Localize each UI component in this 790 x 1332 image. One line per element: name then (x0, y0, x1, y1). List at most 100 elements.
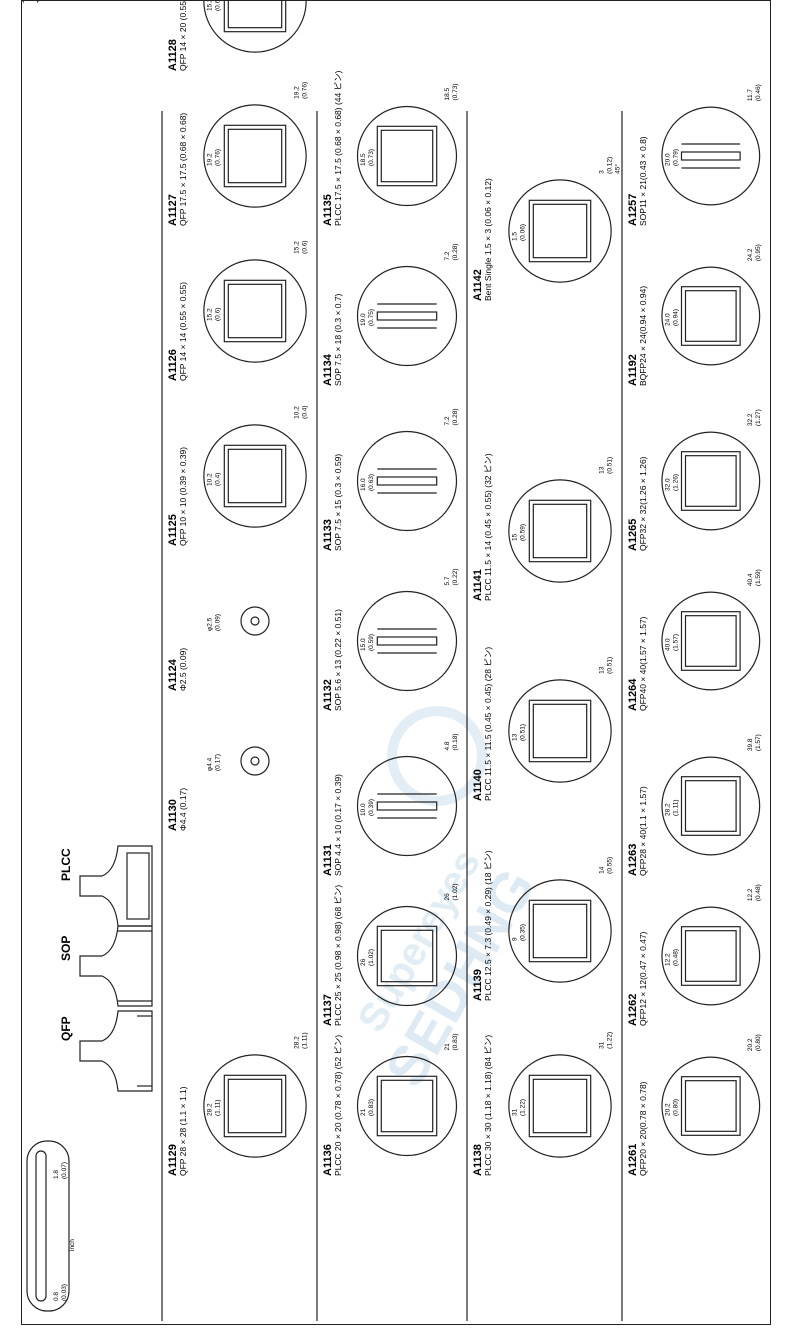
nozzle-square (223, 124, 287, 188)
nozzle-code: A1126 (167, 349, 179, 381)
nozzle-blade (376, 311, 438, 321)
dimension-label: 19.0 (360, 313, 367, 326)
nozzle-outline (508, 479, 612, 583)
dimension-label: (1.22) (606, 1032, 613, 1049)
dimension-label: (0.18) (452, 734, 459, 751)
dimension-label: 19.2 (293, 86, 300, 99)
nozzle-description: PLCC 11.5 × 14 (0.45 × 0.55) (32 ピン) (483, 453, 493, 601)
nozzle-description: QFP 28 × 28 (1.1 × 1.1) (178, 1086, 188, 1176)
nozzle-square-inner (380, 1079, 434, 1133)
nozzle-square (223, 1, 287, 33)
nozzle-outline (508, 679, 612, 783)
nozzle-outline (356, 590, 458, 692)
dimension-label: 10.2 (293, 406, 300, 419)
nozzle-square (680, 451, 741, 511)
dimension-label: 18.5 (360, 153, 367, 166)
dimension-label: 19.2 (207, 153, 214, 166)
nozzle-square-inner (532, 503, 588, 559)
dimension-label: (0.51) (606, 657, 613, 674)
nozzle-outline (356, 905, 458, 1007)
nozzle-outline (356, 1055, 458, 1157)
intro-dim-2: (0.03) (61, 1284, 68, 1301)
dimension-label: 10.0 (360, 803, 367, 816)
nozzle-code: A1265 (627, 519, 639, 551)
dimension-label: 9 (512, 937, 519, 941)
nozzle-code: A1141 (472, 569, 484, 601)
nozzle-square-inner (380, 929, 434, 983)
dimension-label: (0.35) (520, 924, 527, 941)
nozzle-square-inner (684, 455, 737, 507)
nozzle-blade (376, 476, 438, 486)
dimension-label: (1.02) (452, 884, 459, 901)
nozzle-square (528, 499, 592, 563)
nozzle-square (223, 279, 287, 343)
dimension-label: (1.26) (672, 474, 679, 491)
nozzle-code: A1261 (627, 1144, 639, 1176)
nozzle-blade (680, 151, 741, 161)
nozzle-blade (376, 636, 438, 646)
nozzle-square-inner (532, 903, 588, 959)
dimension-label: (0.73) (368, 149, 375, 166)
dimension-label: 21 (360, 1108, 367, 1116)
dimension-label: 13 (598, 666, 605, 674)
dimension-label: (0.6) (301, 240, 308, 253)
nozzle-square (680, 1076, 741, 1136)
nozzle-square (680, 611, 741, 671)
nozzle-square-inner (684, 780, 737, 832)
nozzle-description: QFP40 × 40(1.57 × 1.57) (638, 616, 648, 711)
dimension-label: 31 (598, 1041, 605, 1049)
nozzle-square (528, 1074, 592, 1138)
dimension-label: (0.76) (215, 149, 222, 166)
nozzle-description: PLCC 25 × 25 (0.98 × 0.98) (68 ピン) (333, 885, 343, 1026)
dimension-label: 5.7 (444, 576, 451, 585)
dimension-label: (0.94) (672, 309, 679, 326)
nozzle-description: PLCC 17.5 × 17.5 (0.68 × 0.68) (44 ピン) (333, 70, 343, 226)
nozzle-outline (356, 430, 458, 532)
dimension-label: (0.4) (215, 473, 222, 486)
nozzle-square-inner (532, 703, 588, 759)
nozzle-description: QFP12 × 12(0.47 × 0.47) (638, 931, 648, 1026)
dimension-label: (0.63) (368, 474, 375, 491)
nozzle-square (376, 925, 438, 987)
nozzle-outline (661, 906, 761, 1006)
dimension-label: 15.2 (293, 241, 300, 254)
dimension-label: 1.5 (512, 232, 519, 241)
dimension-label: (0.6) (215, 1, 222, 11)
nozzle-code: A1262 (627, 994, 639, 1026)
nozzle-outline (203, 1054, 307, 1158)
nozzle-description: BQFP24 × 24(0.94 × 0.94) (638, 286, 648, 386)
dimension-label: (1.11) (301, 1032, 308, 1049)
dimension-label: (0.75) (368, 309, 375, 326)
nozzle-square-inner (227, 448, 283, 504)
nozzle-code: A1137 (322, 994, 334, 1026)
nozzle-outline (661, 756, 761, 856)
nozzle-square-inner (227, 128, 283, 184)
nozzle-outline (661, 431, 761, 531)
dimension-label: (0.46) (755, 84, 762, 101)
dimension-label: (1.27) (755, 409, 762, 426)
dimension-label: 24.0 (664, 313, 671, 326)
nozzle-blade (376, 801, 438, 811)
slot-outline (26, 1140, 70, 1312)
nozzle-code: A1131 (322, 844, 334, 876)
dimension-label: 21 (444, 1043, 451, 1051)
intro-dim-1: 0.8 (53, 1292, 60, 1301)
nozzle-square (223, 444, 287, 508)
nozzle-cell: A1258SOP7.6 × 12.7(0.3 × 0.5)12.5(0.49)8… (22, 1, 39, 3)
dimension-label: (0.55) (606, 857, 613, 874)
dimension-label: 18.5 (22, 1, 35, 3)
nozzle-description: SOP11 × 21(0.43 × 0.8) (638, 136, 648, 226)
nozzle-description: SOP 7.5 × 15 (0.3 × 0.59) (333, 454, 343, 551)
dimension-label: (0.22) (452, 569, 459, 586)
nozzle-description: PLCC 11.5 × 11.5 (0.45 × 0.45) (28 ピン) (483, 647, 493, 801)
dimension-label: (1.11) (672, 800, 679, 817)
dimension-label: 12.2 (747, 888, 754, 901)
